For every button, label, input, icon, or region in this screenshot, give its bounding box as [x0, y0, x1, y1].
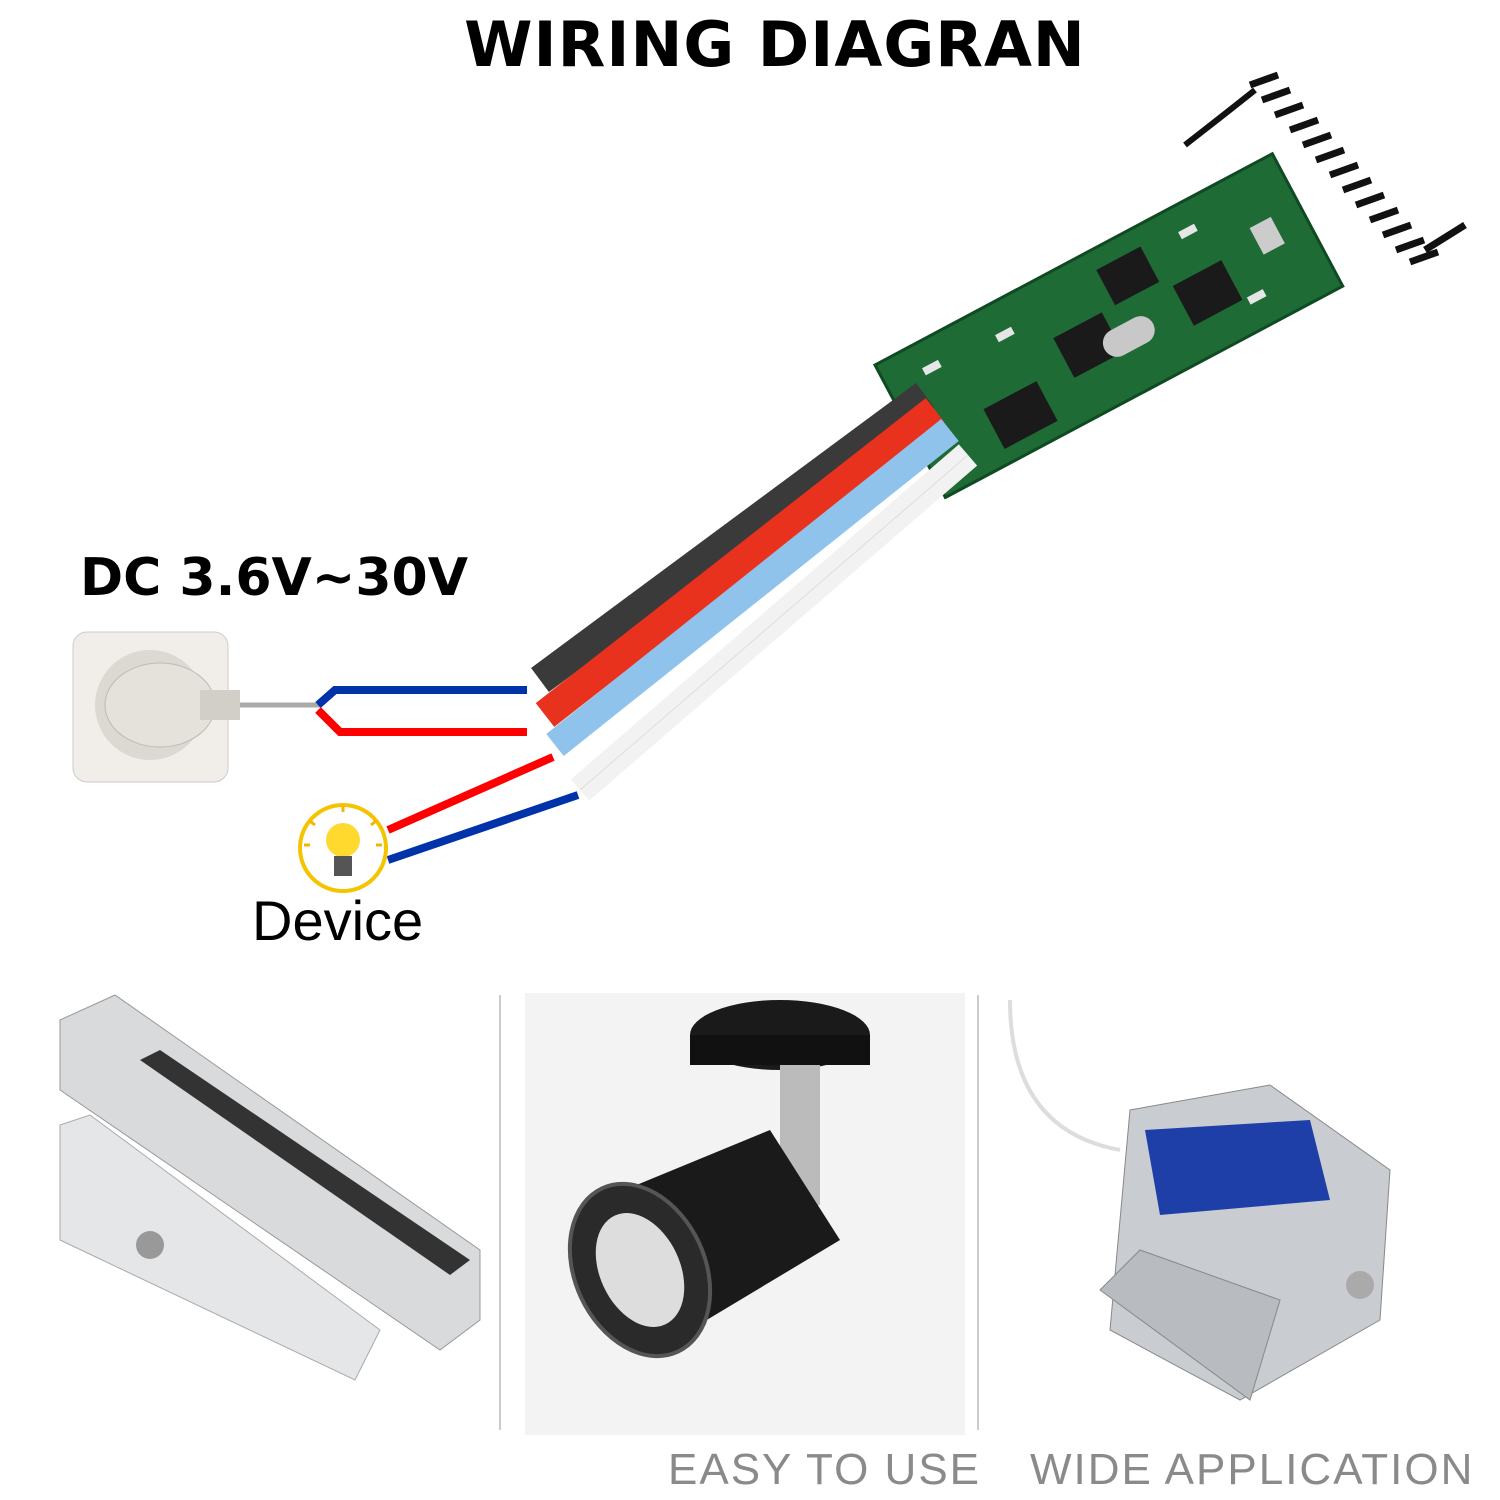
device-label: Device [252, 889, 424, 952]
light-bulb-icon [298, 803, 388, 893]
solenoid-lock-photo [1008, 999, 1391, 1401]
light-blue-wire [546, 419, 959, 756]
tagline-wide-application: WIDE APPLICATION [1030, 1445, 1475, 1494]
power-blue-line [315, 686, 527, 708]
wire-bundle [531, 382, 978, 801]
wall-socket-plug-icon [72, 631, 320, 783]
power-voltage-label: DC 3.6V~30V [80, 548, 468, 608]
power-red-line [315, 707, 527, 736]
red-wire [535, 398, 945, 727]
device-red-line [386, 753, 555, 834]
magnetic-lock-photo [59, 994, 481, 1381]
black-wire [531, 382, 934, 693]
spotlight-photo [525, 993, 965, 1435]
device-blue-line [386, 791, 580, 864]
receiver-pcb-board [872, 151, 1345, 500]
tagline-easy-to-use: EASY TO USE [668, 1445, 982, 1494]
page-title: WIRING DIAGRAN [464, 8, 1086, 81]
antenna-coil-icon [1183, 71, 1467, 266]
